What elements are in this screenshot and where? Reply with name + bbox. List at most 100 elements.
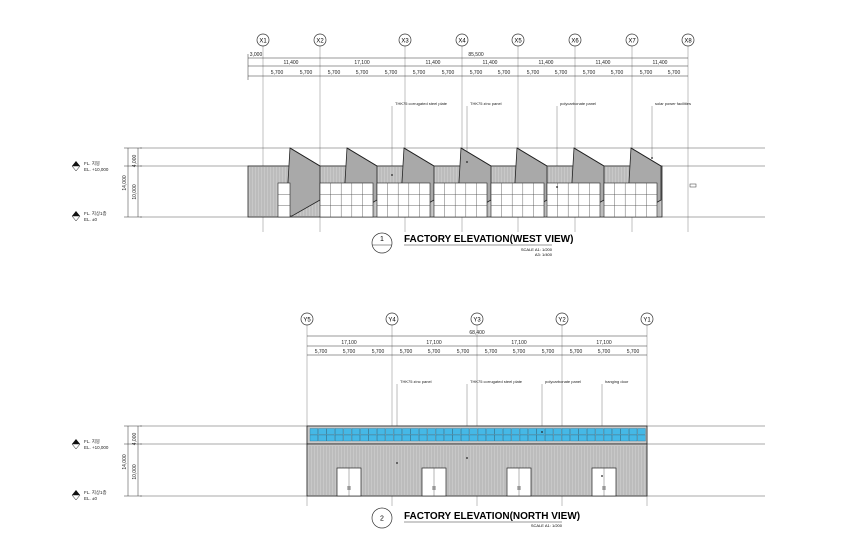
svg-text:10,000: 10,000 (132, 184, 138, 200)
polycarbonate-panel (519, 428, 528, 435)
polycarbonate-panel (603, 434, 612, 442)
grid-bubble-x6: X6 (568, 33, 582, 47)
grid-bubble-x3: X3 (398, 33, 412, 47)
svg-text:5,700: 5,700 (400, 349, 413, 355)
polycarbonate-panel (477, 434, 486, 442)
polycarbonate-panel (561, 428, 570, 435)
polycarbonate-panel (360, 428, 369, 435)
polycarbonate-panel (553, 434, 562, 442)
west-vertical-dims (124, 147, 142, 218)
polycarbonate-panel (444, 428, 453, 435)
drawing-title: FACTORY ELEVATION(NORTH VIEW) (404, 511, 580, 522)
west-dimension-text: 3,000 85,500 11,400 17,100 11,400 11,400… (250, 52, 668, 66)
hanging-doors (336, 467, 617, 497)
polycarbonate-panel (309, 428, 318, 435)
polycarbonate-panel (419, 428, 428, 435)
note-polycarbonate: polycarbonate panel (545, 379, 581, 384)
svg-text:EL. ±0: EL. ±0 (84, 217, 97, 222)
level-marker-ground: FL. 지상1층 EL. ±0 (71, 210, 107, 222)
polycarbonate-panel (578, 428, 587, 435)
svg-text:5,700: 5,700 (485, 349, 498, 355)
svg-text:EL. ±0: EL. ±0 (84, 496, 97, 501)
polycarbonate-panel (603, 428, 612, 435)
svg-text:Y4: Y4 (388, 318, 396, 324)
west-grid-lines (262, 46, 689, 232)
svg-text:5,700: 5,700 (315, 349, 328, 355)
polycarbonate-panel (351, 434, 360, 442)
svg-text:5,700: 5,700 (611, 70, 624, 76)
glazing-panel (319, 182, 374, 218)
note-hanging-door: hanging door (605, 379, 629, 384)
svg-text:10,000: 10,000 (132, 464, 138, 480)
svg-text:Y1: Y1 (643, 318, 651, 324)
polycarbonate-panel (402, 428, 411, 435)
west-vertical-dim-text: 4,000 10,000 14,000 (122, 155, 138, 200)
polycarbonate-panel (377, 428, 386, 435)
polycarbonate-panel (545, 428, 554, 435)
svg-text:FL. 지상1층: FL. 지상1층 (84, 210, 107, 217)
svg-text:5,700: 5,700 (470, 70, 483, 76)
north-vertical-dim-text: 4,000 10,000 14,000 (122, 433, 138, 480)
grid-bubble-y2: Y2 (555, 312, 569, 326)
polycarbonate-panel (335, 434, 344, 442)
dim-mid: 11,400 (284, 60, 299, 66)
dim-mid: 11,400 (653, 60, 668, 66)
polycarbonate-panel (637, 428, 646, 435)
west-title-block: 1 FACTORY ELEVATION(WEST VIEW) SCALE A1:… (371, 232, 573, 257)
svg-text:5,700: 5,700 (356, 70, 369, 76)
west-elevation: X1 X2 X3 X4 X5 X6 X7 X8 3,000 85,500 11,… (71, 33, 765, 257)
svg-text:14,000: 14,000 (122, 175, 128, 191)
polycarbonate-panel (427, 428, 436, 435)
polycarbonate-panel (427, 434, 436, 442)
polycarbonate-panel (561, 434, 570, 442)
polycarbonate-panel (393, 428, 402, 435)
svg-text:5,700: 5,700 (668, 70, 681, 76)
note-steel-plate: THK75 corrugated steel plate (470, 379, 523, 384)
polycarbonate-panel (503, 428, 512, 435)
svg-text:X4: X4 (458, 39, 466, 45)
svg-text:5,700: 5,700 (640, 70, 653, 76)
drawing-number: 2 (380, 516, 384, 523)
grid-bubble-x7: X7 (625, 33, 639, 47)
grid-bubble-y3: Y3 (470, 312, 484, 326)
svg-text:5,700: 5,700 (627, 349, 640, 355)
svg-text:FL. 지붕: FL. 지붕 (84, 438, 100, 445)
svg-text:5,700: 5,700 (583, 70, 596, 76)
polycarbonate-panel (351, 428, 360, 435)
grid-bubble-y4: Y4 (385, 312, 399, 326)
svg-text:X1: X1 (259, 39, 267, 45)
svg-text:FL. 지붕: FL. 지붕 (84, 160, 100, 167)
note-solar: solar power facilities (655, 101, 691, 106)
polycarbonate-panel (435, 434, 444, 442)
polycarbonate-panel (494, 434, 503, 442)
polycarbonate-panel (452, 428, 461, 435)
svg-text:5,700: 5,700 (570, 349, 583, 355)
west-building (247, 147, 697, 218)
note-zinc-panel: THK75 zinc panel (400, 379, 432, 384)
svg-text:EL. +10,000: EL. +10,000 (84, 167, 109, 172)
polycarbonate-panel (595, 434, 604, 442)
polycarbonate-panel (578, 434, 587, 442)
glazing-panel (490, 182, 545, 218)
dim-mid: 11,400 (539, 60, 554, 66)
polycarbonate-panel (318, 434, 327, 442)
dim-mid: 17,100 (511, 340, 527, 346)
svg-text:4,000: 4,000 (132, 155, 138, 168)
polycarbonate-panel (410, 428, 419, 435)
dim-mid: 17,100 (341, 340, 357, 346)
svg-text:5,700: 5,700 (271, 70, 284, 76)
polycarbonate-panel (368, 428, 377, 435)
note-polycarbonate: polycarbonate panel (560, 101, 596, 106)
grid-bubble-x5: X5 (511, 33, 525, 47)
polycarbonate-panel (360, 434, 369, 442)
north-dimensions (307, 335, 647, 356)
polycarbonate-panel (570, 428, 579, 435)
polycarbonate-panel (461, 434, 470, 442)
north-elevation: Y5 Y4 Y3 Y2 Y1 68,400 17,100 17,100 17,1… (71, 312, 765, 529)
polycarbonate-panel (528, 434, 537, 442)
polycarbonate-panel (318, 428, 327, 435)
solar-bracket (689, 183, 697, 188)
svg-text:Y2: Y2 (558, 318, 566, 324)
polycarbonate-panel (377, 434, 386, 442)
west-level-markers: FL. 지붕 EL. +10,000 FL. 지상1층 EL. ±0 (71, 160, 109, 222)
